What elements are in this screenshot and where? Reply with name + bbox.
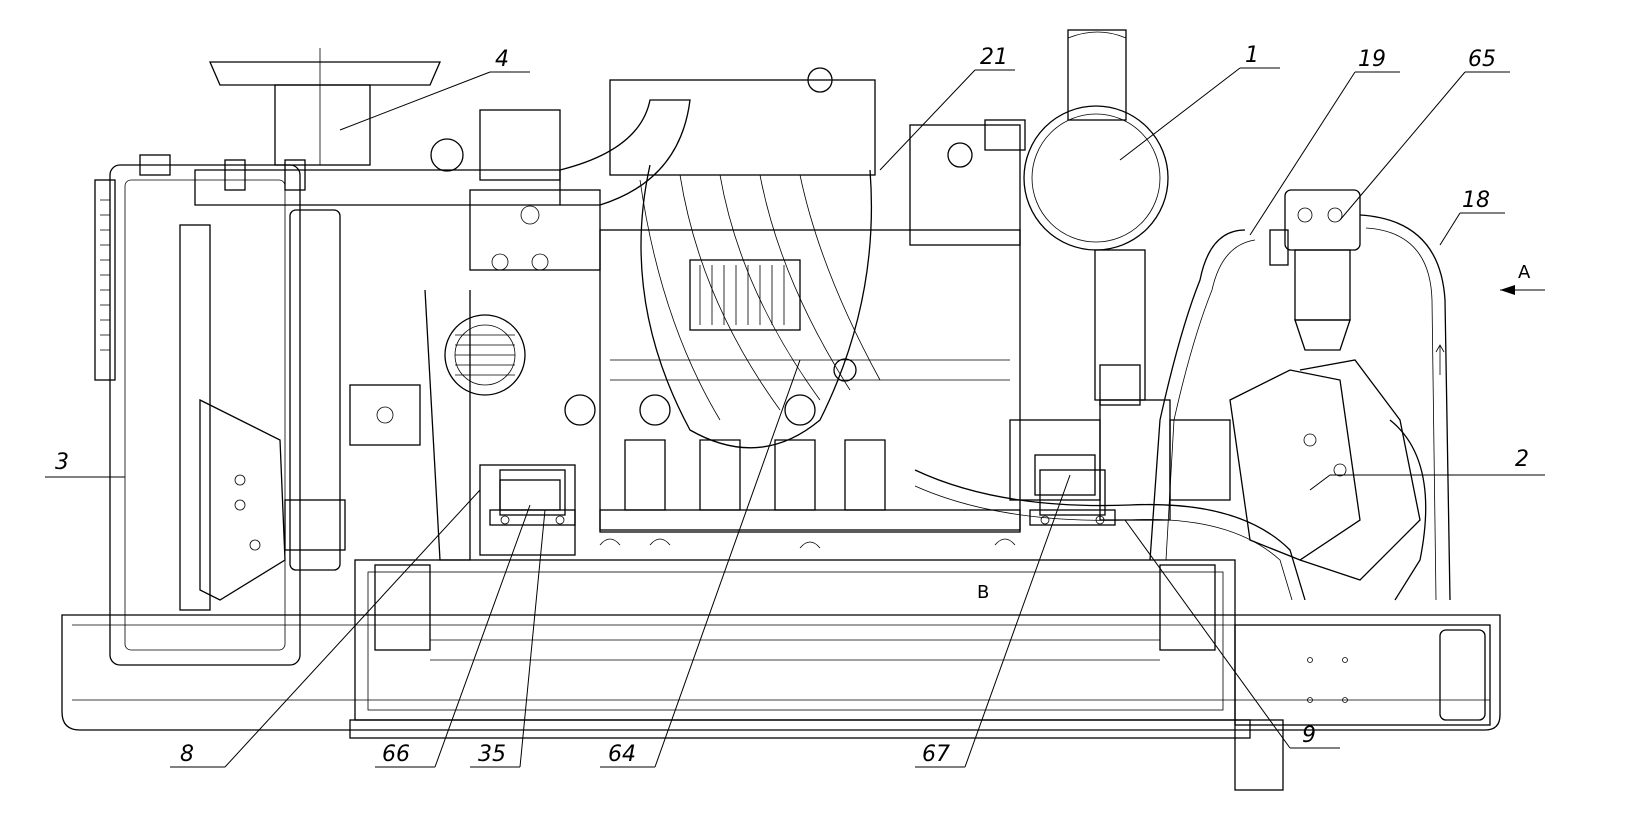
callout-21: 21 <box>980 45 1008 70</box>
callout-3: 3 <box>55 450 69 475</box>
section-label-b: B <box>977 582 989 603</box>
callout-1: 1 <box>1245 43 1259 68</box>
fuel-filter <box>1269 189 1361 351</box>
callout-18: 18 <box>1462 188 1490 213</box>
callout-35: 35 <box>478 742 506 767</box>
intake-pipe <box>194 48 691 571</box>
hoses <box>914 214 1451 601</box>
callout-66: 66 <box>382 742 410 767</box>
callout-labels: 1 2 3 4 8 9 18 19 21 35 64 65 66 67 <box>55 43 1529 767</box>
callout-8: 8 <box>180 742 194 767</box>
callout-67: 67 <box>922 742 950 767</box>
engine-mounts <box>489 469 1116 526</box>
alternator <box>349 289 576 561</box>
hydraulic-pump <box>1009 359 1427 601</box>
exhaust-silencer <box>1023 29 1169 406</box>
engine-block <box>430 67 1026 549</box>
view-label-a: A <box>1518 262 1531 283</box>
view-arrow-a: A <box>1500 262 1545 295</box>
callout-4: 4 <box>495 47 509 72</box>
callout-2: 2 <box>1515 447 1529 472</box>
callout-64: 64 <box>608 742 636 767</box>
radiator <box>94 154 301 666</box>
callout-65: 65 <box>1468 47 1496 72</box>
base-frame <box>61 559 1501 791</box>
callout-9: 9 <box>1302 723 1316 748</box>
leader-lines <box>45 67 1545 768</box>
callout-19: 19 <box>1358 47 1386 72</box>
